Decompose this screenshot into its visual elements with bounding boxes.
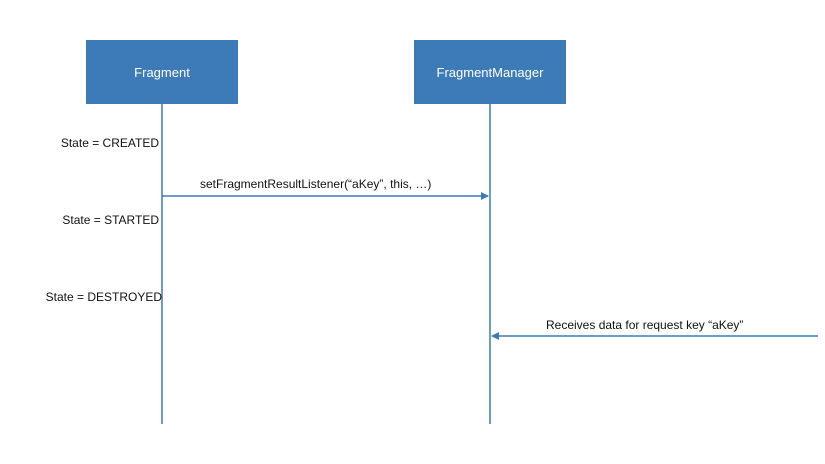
fragment-participant: Fragment [86, 40, 238, 104]
set-listener-message: setFragmentResultListener(“aKey”, this, … [200, 177, 432, 191]
state-destroyed: State = DESTROYED [45, 290, 162, 304]
fragment-label: Fragment [134, 64, 190, 80]
fragment-manager-label: FragmentManager [436, 64, 544, 80]
state-created: State = CREATED [60, 136, 159, 150]
receives-data-message: Receives data for request key “aKey” [546, 318, 744, 332]
fragment-manager-participant: FragmentManager [414, 40, 566, 104]
state-started: State = STARTED [62, 213, 159, 227]
